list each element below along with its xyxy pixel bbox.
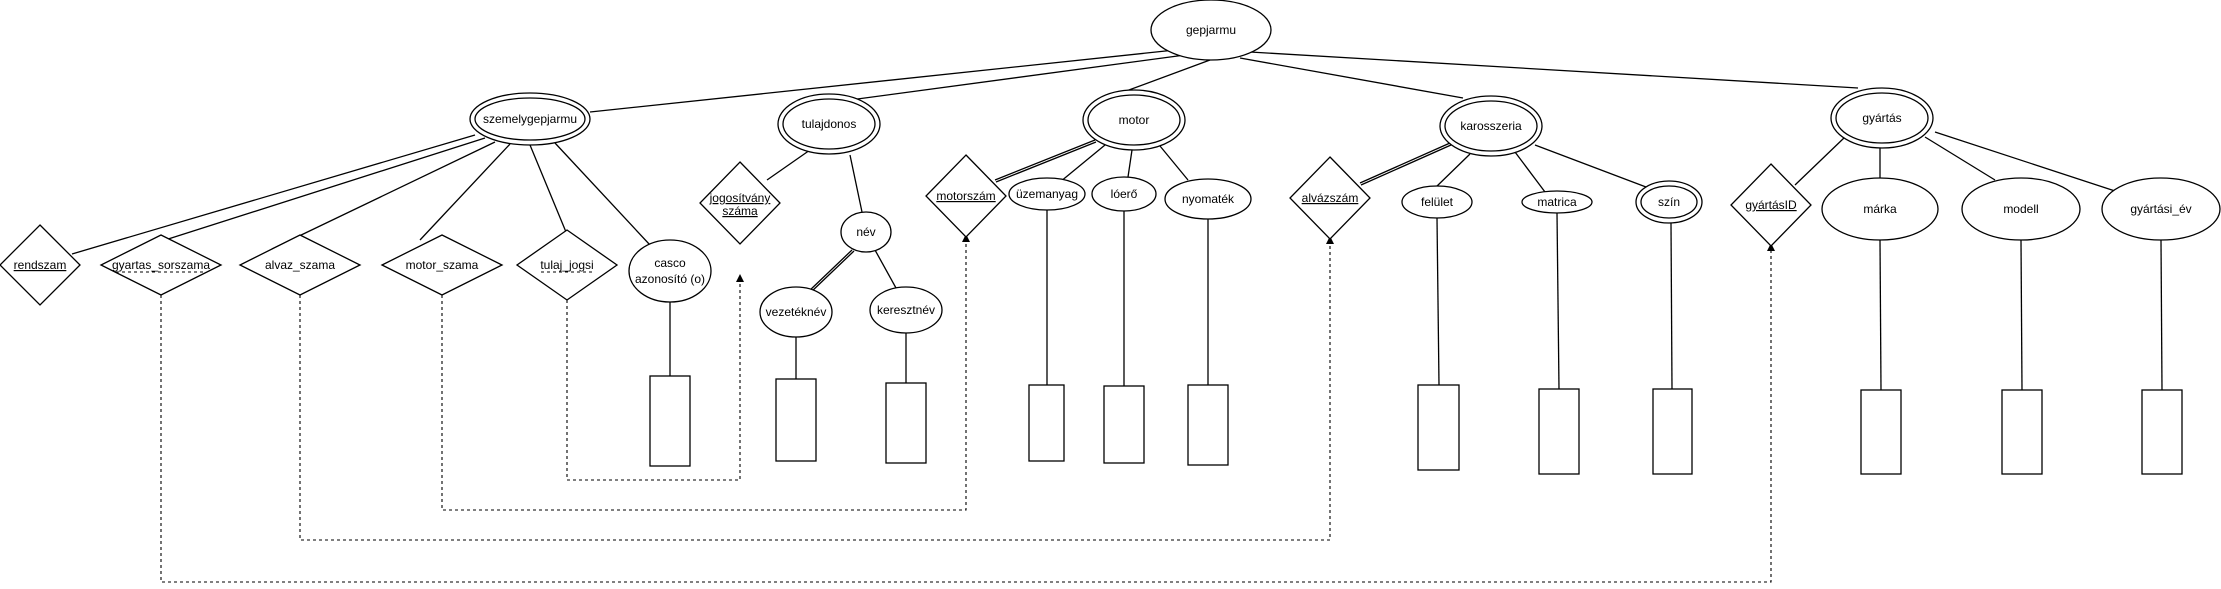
szin-label: szín <box>1658 195 1680 209</box>
modell-label: modell <box>2003 202 2038 216</box>
rendszam-label: rendszam <box>14 258 67 272</box>
gyartasi-ev-label: gyártási_év <box>2130 202 2191 216</box>
vezeteknev-value-box[interactable] <box>775 378 817 462</box>
entity-szemelygepjarmu[interactable]: szemelygepjarmu <box>469 92 591 146</box>
entity-motor[interactable]: motor <box>1082 89 1186 151</box>
entity-gepjarmu[interactable]: gepjarmu <box>1150 0 1272 61</box>
value-boxes <box>649 375 2183 475</box>
fk-gyartas-sorszama-line <box>160 247 1772 583</box>
uzemanyag-value-box[interactable] <box>1028 384 1065 462</box>
arrowhead-icon <box>736 274 744 282</box>
modell-value-box[interactable] <box>2001 389 2043 475</box>
nev-label: név <box>856 225 875 239</box>
attribute-nev[interactable]: név <box>840 211 892 253</box>
attribute-felulet[interactable]: felület <box>1401 185 1473 219</box>
fk-alvaz-szama-line <box>299 240 1331 541</box>
attribute-vezeteknev[interactable]: vezetéknév <box>759 286 833 338</box>
marka-value-box[interactable] <box>1860 389 1902 475</box>
casco-label-line2: azonosító (o) <box>635 272 705 286</box>
attribute-modell[interactable]: modell <box>1961 177 2081 241</box>
entity-karosszeria[interactable]: karosszeria <box>1439 95 1543 157</box>
keresztnev-label: keresztnév <box>877 303 935 317</box>
felulet-label: felület <box>1421 195 1454 209</box>
gyartasID-label: gyártásID <box>1745 198 1797 212</box>
jogositvany-label-line1: jogosítvány <box>709 191 771 205</box>
attribute-szin[interactable]: szín <box>1635 180 1703 224</box>
attribute-uzemanyag[interactable]: üzemanyag <box>1008 177 1086 211</box>
attribute-motorszam[interactable]: motorszám <box>925 154 1007 238</box>
uzemanyag-label: üzemanyag <box>1016 187 1078 201</box>
motor-label: motor <box>1119 113 1150 127</box>
motorszam-label: motorszám <box>936 189 995 203</box>
gyartas-label: gyártás <box>1862 111 1901 125</box>
gyartas-sorszama-label: gyartas_sorszama <box>112 258 210 272</box>
entity-tulajdonos[interactable]: tulajdonos <box>777 93 881 155</box>
gyartasi-ev-value-box[interactable] <box>2141 389 2183 475</box>
relationship-lines <box>71 49 2163 391</box>
jogositvany-label-line2: száma <box>722 204 758 218</box>
arrowhead-icon <box>1326 236 1334 244</box>
entity-gyartas[interactable]: gyártás <box>1830 87 1934 149</box>
matrica-value-box[interactable] <box>1538 388 1580 475</box>
tulajdonos-label: tulajdonos <box>802 117 857 131</box>
keresztnev-value-box[interactable] <box>885 382 927 464</box>
foreign-key-lines <box>160 238 1772 583</box>
attribute-motor-szama[interactable]: motor_szama <box>380 234 504 296</box>
matrica-label: matrica <box>1537 195 1577 209</box>
marka-label: márka <box>1863 202 1897 216</box>
karosszeria-label: karosszeria <box>1460 119 1522 133</box>
nyomatek-label: nyomaték <box>1182 192 1235 206</box>
attribute-casco-azonosito[interactable]: casco azonosító (o) <box>628 239 712 303</box>
fk-tulaj-jogsi-line <box>566 278 741 481</box>
attribute-gyartasID[interactable]: gyártásID <box>1730 163 1812 247</box>
gepjarmu-label: gepjarmu <box>1186 23 1236 37</box>
arrowhead-icon <box>1767 243 1775 251</box>
attribute-keresztnev[interactable]: keresztnév <box>869 286 943 334</box>
attribute-nyomatek[interactable]: nyomaték <box>1164 178 1252 220</box>
attribute-gyartasi-ev[interactable]: gyártási_év <box>2101 177 2221 241</box>
attribute-gyartas-sorszama[interactable]: gyartas_sorszama <box>99 234 223 296</box>
fk-motor-szama-line <box>441 238 967 511</box>
attribute-rendszam[interactable]: rendszam <box>0 224 81 306</box>
attribute-marka[interactable]: márka <box>1821 177 1939 241</box>
szin-value-box[interactable] <box>1652 388 1693 475</box>
motor-szama-label: motor_szama <box>406 258 479 272</box>
nyomatek-value-box[interactable] <box>1187 384 1229 466</box>
szemelygepjarmu-label: szemelygepjarmu <box>483 112 577 126</box>
vezeteknev-label: vezetéknév <box>766 305 827 319</box>
tulaj-jogsi-label: tulaj_jogsi <box>540 258 593 272</box>
attribute-jogositvany-szama[interactable]: jogosítvány száma <box>699 161 781 245</box>
loero-label: lóerő <box>1111 187 1138 201</box>
attribute-tulaj-jogsi[interactable]: tulaj_jogsi <box>515 229 619 301</box>
casco-value-box[interactable] <box>649 375 691 467</box>
attribute-alvaz-szama[interactable]: alvaz_szama <box>238 234 362 296</box>
felulet-value-box[interactable] <box>1417 384 1460 471</box>
attribute-loero[interactable]: lóerő <box>1091 176 1157 212</box>
attribute-alvazszam[interactable]: alvázszám <box>1289 156 1371 240</box>
alvaz-szama-label: alvaz_szama <box>265 258 335 272</box>
casco-label-line1: casco <box>654 256 686 270</box>
arrowheads <box>736 234 1775 282</box>
arrowhead-icon <box>962 234 970 242</box>
loero-value-box[interactable] <box>1103 385 1145 464</box>
alvazszam-label: alvázszám <box>1302 191 1359 205</box>
attribute-matrica[interactable]: matrica <box>1521 190 1593 214</box>
